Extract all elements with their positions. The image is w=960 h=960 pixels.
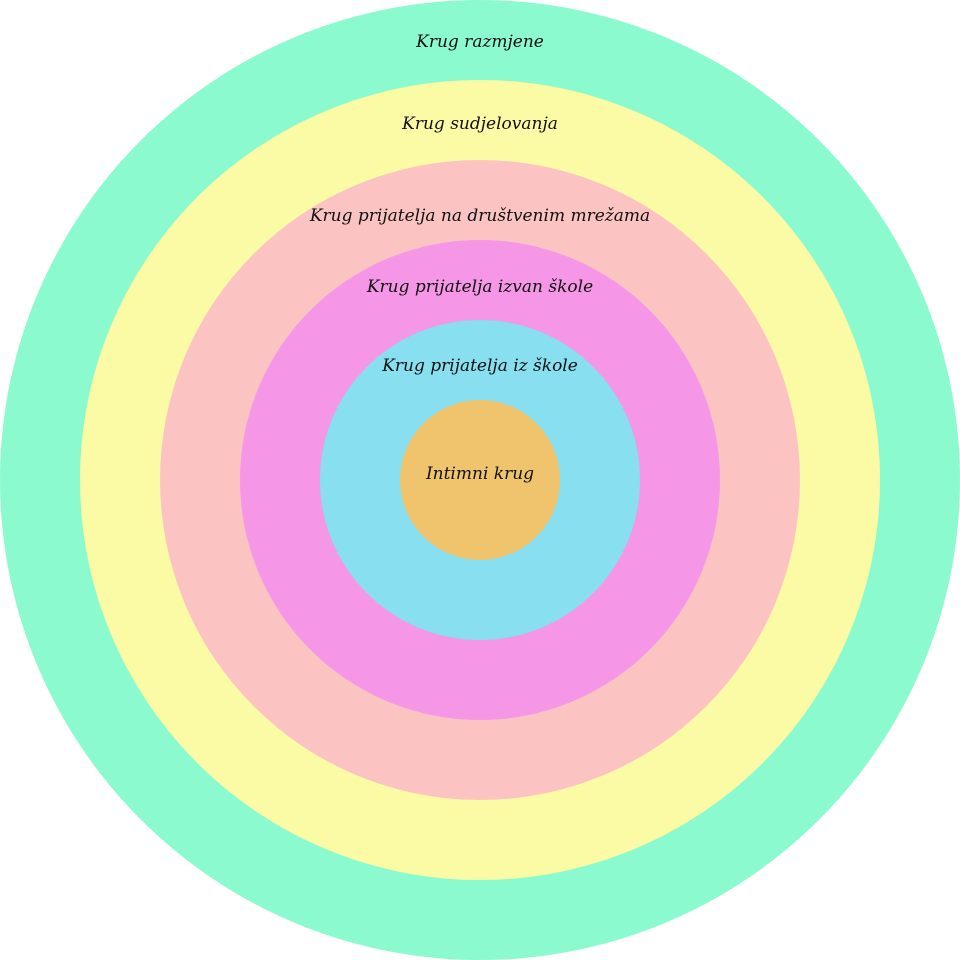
label-intimate-circle: Intimni krug bbox=[425, 464, 535, 484]
circle-intimate bbox=[400, 400, 560, 560]
label-school-friends-circle: Krug prijatelja iz škole bbox=[382, 356, 578, 376]
label-social-network-friends-circle: Krug prijatelja na društvenim mrežama bbox=[309, 206, 651, 226]
label-exchange-circle: Krug razmjene bbox=[416, 32, 544, 52]
label-friends-outside-school-circle: Krug prijatelja izvan škole bbox=[366, 277, 594, 297]
label-participation-circle: Krug sudjelovanja bbox=[402, 114, 558, 134]
